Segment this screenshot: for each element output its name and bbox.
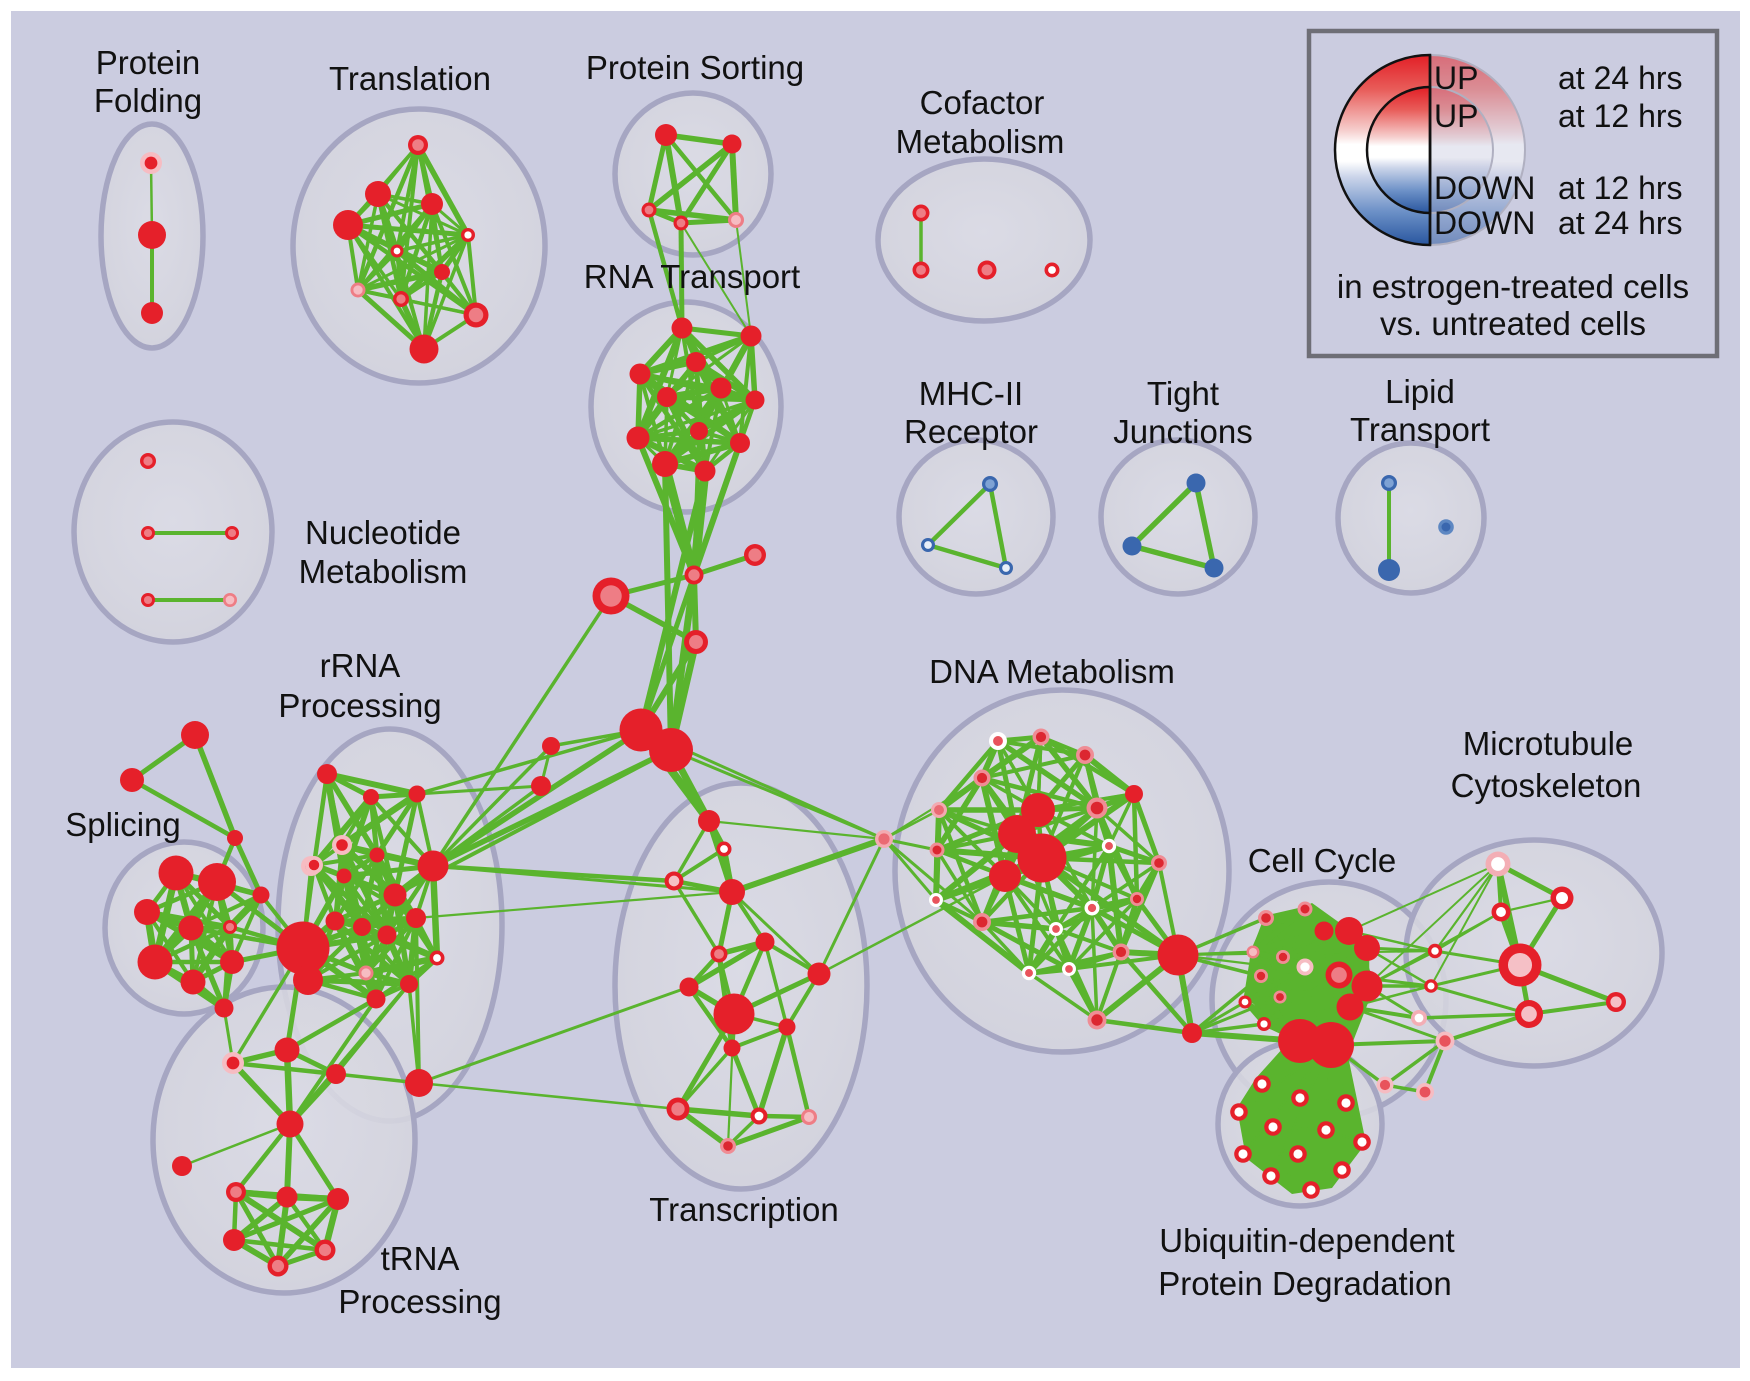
svg-text:Metabolism: Metabolism [299, 553, 468, 590]
svg-text:Nucleotide: Nucleotide [305, 514, 461, 551]
svg-text:Splicing: Splicing [65, 806, 181, 843]
svg-text:UP: UP [1434, 60, 1478, 96]
svg-text:in estrogen-treated cells: in estrogen-treated cells [1337, 268, 1689, 305]
svg-text:Transport: Transport [1350, 411, 1490, 448]
svg-text:Cell Cycle: Cell Cycle [1248, 842, 1397, 879]
svg-text:Folding: Folding [94, 82, 202, 119]
svg-text:Cofactor: Cofactor [920, 84, 1045, 121]
svg-text:Receptor: Receptor [904, 413, 1038, 450]
svg-text:tRNA: tRNA [381, 1240, 460, 1277]
svg-text:Transcription: Transcription [649, 1191, 839, 1228]
svg-text:vs. untreated cells: vs. untreated cells [1380, 305, 1646, 342]
svg-text:Processing: Processing [338, 1283, 501, 1320]
svg-text:Junctions: Junctions [1113, 413, 1252, 450]
svg-text:Tight: Tight [1147, 375, 1219, 412]
svg-text:DOWN: DOWN [1434, 170, 1535, 206]
svg-text:Lipid: Lipid [1385, 373, 1455, 410]
svg-text:at 12 hrs: at 12 hrs [1558, 170, 1683, 206]
svg-text:RNA Transport: RNA Transport [584, 258, 800, 295]
svg-text:UP: UP [1434, 98, 1478, 134]
svg-text:MHC-II: MHC-II [919, 375, 1023, 412]
svg-text:Processing: Processing [278, 687, 441, 724]
svg-text:Protein Sorting: Protein Sorting [586, 49, 804, 86]
svg-text:at 24 hrs: at 24 hrs [1558, 205, 1683, 241]
svg-text:Protein: Protein [96, 44, 201, 81]
svg-text:DOWN: DOWN [1434, 205, 1535, 241]
svg-text:DNA Metabolism: DNA Metabolism [929, 653, 1175, 690]
svg-text:Ubiquitin-dependent: Ubiquitin-dependent [1159, 1222, 1454, 1259]
svg-text:Metabolism: Metabolism [896, 123, 1065, 160]
svg-text:at 12 hrs: at 12 hrs [1558, 98, 1683, 134]
svg-text:Protein Degradation: Protein Degradation [1158, 1265, 1452, 1302]
svg-text:Microtubule: Microtubule [1463, 725, 1634, 762]
svg-text:rRNA: rRNA [320, 647, 401, 684]
svg-text:Translation: Translation [329, 60, 491, 97]
svg-text:Cytoskeleton: Cytoskeleton [1451, 767, 1642, 804]
svg-text:at 24 hrs: at 24 hrs [1558, 60, 1683, 96]
